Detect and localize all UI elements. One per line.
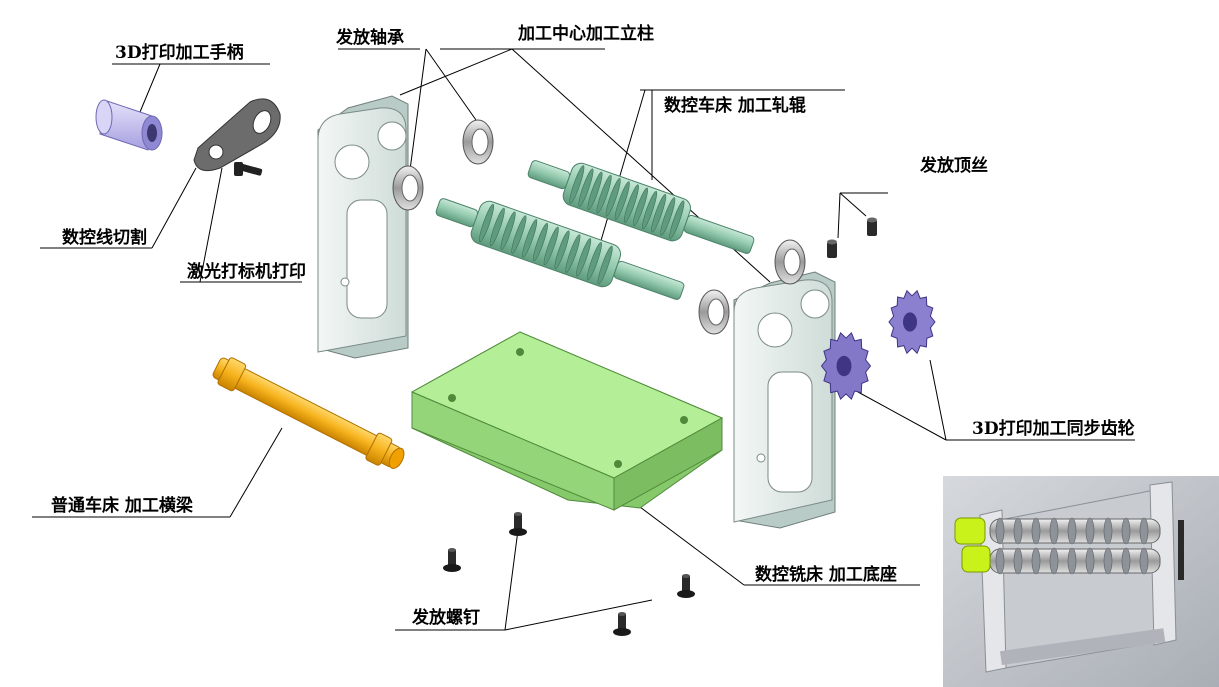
roller-upper	[527, 160, 755, 254]
label-beam: 普通车床 加工横梁	[51, 496, 193, 516]
leader-set-screw	[837, 192, 888, 239]
label-base: 数控铣床 加工底座	[755, 565, 897, 585]
bearing-3	[774, 239, 806, 285]
label-screw: 发放螺钉	[412, 608, 480, 628]
set-screw-1	[827, 239, 837, 258]
photo-roller-top	[989, 517, 1161, 545]
photo-roller-bottom	[989, 547, 1161, 575]
photo-rollers	[989, 517, 1161, 575]
assembled-photo	[943, 476, 1219, 687]
gear-left	[820, 332, 872, 400]
set-screw-2	[867, 217, 877, 236]
bearing-2	[392, 165, 424, 211]
screw-4	[613, 612, 631, 636]
leader-screw	[395, 529, 653, 631]
leader-handle	[112, 63, 270, 113]
screw-2	[443, 548, 461, 572]
leader-gear	[857, 359, 1135, 441]
roller-lower	[435, 198, 685, 300]
screw-3	[677, 574, 695, 598]
label-roller: 数控车床 加工轧辊	[664, 96, 806, 116]
label-gear: 3D打印加工同步齿轮	[972, 419, 1135, 439]
label-handle: 3D打印加工手柄	[115, 43, 244, 63]
handle	[95, 99, 163, 151]
leader-beam	[32, 427, 283, 518]
right-column-frame	[733, 271, 836, 529]
cross-beam	[212, 357, 405, 469]
bearing-4	[698, 289, 730, 335]
roller-group	[435, 160, 755, 300]
label-laser: 激光打标机打印	[187, 262, 306, 282]
label-wire-cut: 数控线切割	[62, 228, 147, 248]
bearing-1	[462, 119, 494, 165]
label-column: 加工中心加工立柱	[518, 24, 654, 44]
bearing-group	[392, 119, 806, 335]
gear-right	[888, 289, 936, 355]
base-plate	[410, 331, 724, 511]
label-set-screw: 发放顶丝	[920, 156, 988, 176]
screw-1	[509, 512, 527, 536]
gear-group	[820, 289, 936, 400]
screw-group	[443, 217, 877, 636]
crank-plate	[193, 98, 281, 176]
leader-bearing	[338, 48, 477, 171]
leader-wire-cut	[40, 167, 197, 249]
leader-lines	[32, 48, 1135, 631]
label-bearing: 发放轴承	[336, 28, 404, 48]
leader-laser	[180, 167, 302, 283]
leader-base	[627, 497, 920, 586]
left-column-frame	[317, 95, 409, 359]
